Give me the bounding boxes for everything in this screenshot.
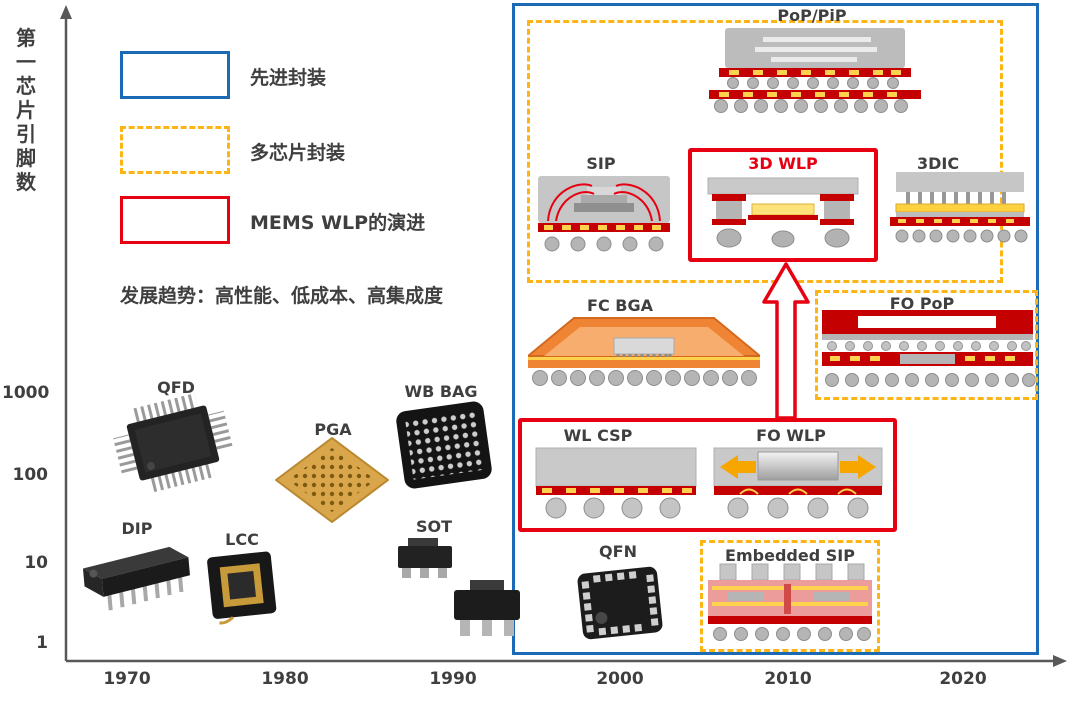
evolution-up-arrow-icon (762, 262, 810, 420)
dip-label: DIP (121, 519, 153, 538)
embedded-sip-illustration (708, 563, 872, 641)
x-tick-1980: 1980 (261, 669, 309, 689)
qfn-label: QFN (599, 542, 637, 561)
lcc-label: LCC (225, 530, 259, 549)
sot-label: SOT (415, 517, 453, 536)
y-tick-10: 10 (24, 553, 48, 573)
y-tick-100: 100 (12, 465, 49, 485)
fc-bga-label: FC BGA (587, 296, 653, 315)
qfd-illustration (113, 393, 233, 493)
fc-bga-illustration (528, 317, 760, 386)
trend-text: 发展趋势：高性能、低成本、高集成度 (120, 285, 444, 307)
legend-label-multichip: 多芯片封装 (250, 142, 346, 164)
qfn-illustration (577, 566, 663, 640)
pga-illustration (275, 437, 389, 523)
x-tick-1990: 1990 (429, 669, 477, 689)
lcc-illustration (207, 551, 277, 625)
wl-csp-label: WL CSP (563, 426, 633, 445)
pop-pip-label: PoP/PiP (777, 6, 847, 25)
mems-box-3d-wlp (688, 148, 878, 262)
x-tick-1970: 1970 (103, 669, 151, 689)
mems-box-wlcsp-fowlp (518, 418, 897, 532)
dic-3-illustration (890, 172, 1030, 243)
pga-label: PGA (314, 420, 352, 439)
fo-wlp-illustration (713, 447, 883, 519)
legend-swatch-multichip (120, 126, 230, 174)
wb-bag-illustration (396, 401, 492, 489)
embedded-sip-label: Embedded SIP (725, 546, 855, 565)
sot-illustration (398, 538, 520, 636)
y-axis-arrow-icon (60, 5, 72, 19)
fo-wlp-label: FO WLP (756, 426, 826, 445)
pop-pip-illustration (709, 28, 921, 113)
legend-swatch-mems (120, 196, 230, 244)
wlp-3d-label: 3D WLP (748, 154, 818, 173)
y-tick-1: 1 (36, 633, 48, 653)
legend-label-mems: MEMS WLP的演进 (250, 212, 426, 234)
legend-swatch-advanced (120, 51, 230, 99)
legend-label-advanced: 先进封装 (250, 67, 327, 89)
x-tick-2000: 2000 (596, 669, 644, 689)
wl-csp-illustration (535, 447, 697, 519)
x-tick-2020: 2020 (939, 669, 987, 689)
sip-illustration (538, 176, 670, 252)
qfd-label: QFD (157, 378, 195, 397)
fanout-left-arrow-icon (720, 455, 756, 479)
embedded-sip-group-box (700, 540, 880, 652)
fo-pop-label: FO PoP (889, 294, 955, 313)
multichip-group-box (527, 20, 1003, 283)
sip-label: SIP (586, 154, 616, 173)
dic-3-label: 3DIC (916, 154, 960, 173)
x-tick-2010: 2010 (764, 669, 812, 689)
y-axis-title: 第一芯片引脚数 (16, 26, 36, 194)
dip-illustration (82, 546, 190, 611)
x-axis-arrow-icon (1053, 655, 1067, 667)
wb-bag-label: WB BAG (404, 382, 478, 401)
y-tick-1000: 1000 (2, 383, 50, 403)
wlp-3d-illustration (707, 177, 859, 248)
fo-pop-group-box (815, 290, 1038, 400)
fo-pop-illustration (822, 310, 1035, 387)
fanout-right-arrow-icon (840, 455, 876, 479)
